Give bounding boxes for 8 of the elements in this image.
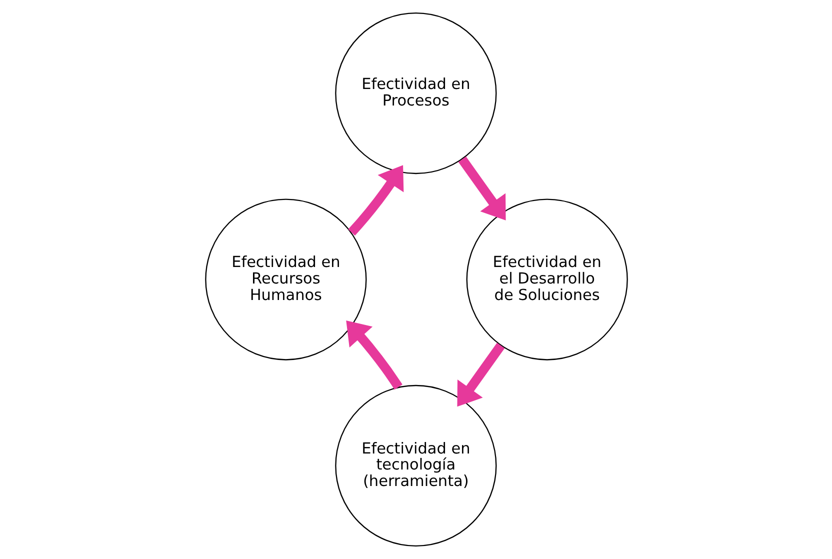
- node-circle: Efectividad en Procesos: [334, 12, 496, 174]
- node-circle: Efectividad en Recursos Humanos: [204, 198, 366, 360]
- arrow: [346, 320, 402, 390]
- arrow: [458, 156, 506, 220]
- arrow: [348, 165, 404, 236]
- arrow: [456, 342, 504, 407]
- node-circle: Efectividad en tecnología (herramienta): [334, 384, 496, 547]
- node-circle: Efectividad en el Desarrollo de Soluciones: [466, 198, 628, 360]
